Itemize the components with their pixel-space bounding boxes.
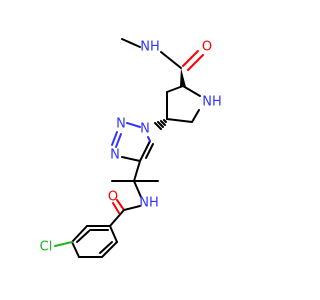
bond-c4-c5-2 — [145, 143, 154, 159]
hash-c4-n1 — [154, 119, 167, 130]
molecule-structure-diagram: NH O NH N N N NH O Cl — [40, 38, 222, 258]
bond-nh-carbonyl-bottom — [123, 205, 141, 211]
bond-nh-c5 — [191, 109, 200, 123]
bond-cq-nh — [133, 180, 142, 198]
wedge-carbonyl-c2 — [180, 68, 186, 87]
bond-c2-nh — [182, 85, 201, 97]
bond-ar-cl — [54, 241, 73, 247]
bond-carbonyl-ring — [109, 209, 125, 227]
bond-carbonyl-o-2 — [187, 54, 204, 71]
bond-layer — [54, 38, 204, 258]
atom-label-amide-o-bottom: O — [108, 190, 118, 205]
atom-label-chlorine: Cl — [40, 240, 53, 255]
bond-carbonyl-o-1 — [182, 50, 199, 67]
bond-nh-carbonyl — [160, 51, 182, 69]
bond-c5-n1 — [147, 136, 151, 142]
bond-ar-5b — [76, 230, 90, 243]
atom-label-amide-nh-top: NH — [140, 40, 160, 55]
bond-ar-5 — [71, 225, 88, 243]
bond-methyl-nh — [121, 38, 141, 48]
bond-n3-c4 — [121, 156, 141, 162]
atom-label-pyrrolidine-nh: NH — [202, 95, 222, 110]
bond-ar-2 — [101, 241, 118, 258]
atom-label-layer: NH O NH N N N NH O Cl — [40, 40, 222, 255]
bond-c5-c4 — [166, 118, 193, 123]
bond-c4-c5-1 — [139, 140, 151, 162]
bond-ar-2b — [99, 241, 113, 254]
bond-ar-4 — [71, 241, 80, 258]
bond-n2-n3-1 — [111, 131, 118, 146]
bond-carbonyl-o-bottom-2 — [112, 202, 120, 214]
atom-label-amide-o-top: O — [202, 40, 212, 55]
bond-ar-1 — [109, 225, 118, 243]
bond-n1-n2 — [126, 122, 141, 128]
atom-label-triazole-n3: N — [110, 148, 120, 163]
atom-label-amide-nh-bottom: NH — [139, 196, 159, 211]
bond-c3-c2 — [166, 85, 184, 93]
atom-label-triazole-n1: N — [140, 122, 150, 137]
bond-carbonyl-o-bottom-1 — [116, 199, 125, 211]
atom-label-triazole-n2: N — [116, 117, 126, 132]
bond-c4-cq — [133, 160, 141, 182]
bond-n2-n3-2 — [115, 133, 122, 148]
